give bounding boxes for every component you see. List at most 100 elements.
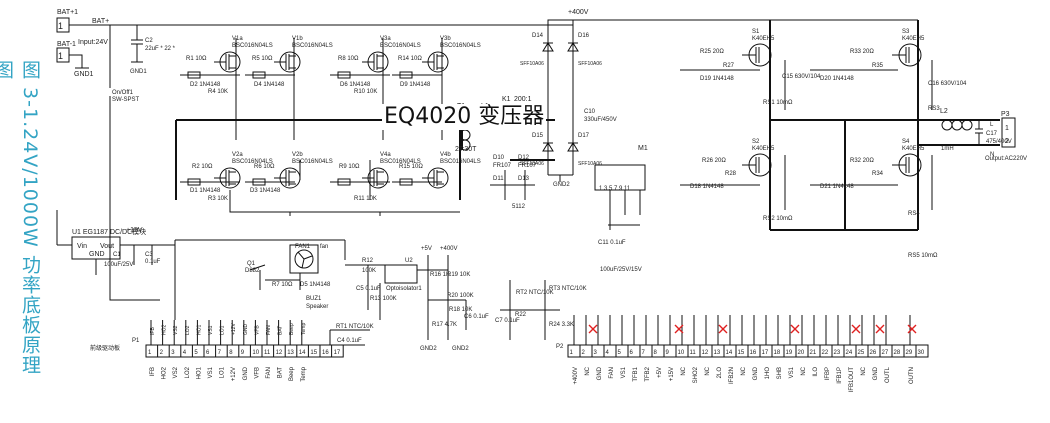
p1-pin-label: HO2 (162, 366, 168, 379)
svg-text:L2: L2 (940, 108, 948, 115)
gate-part-label: D4 1N4148 (254, 82, 285, 88)
svg-text:BUZ1: BUZ1 (306, 296, 322, 302)
p2-pin-number: 18 (774, 350, 781, 356)
gate-part-label: R1 10Ω (186, 56, 207, 62)
svg-text:100K: 100K (362, 268, 376, 274)
svg-text:C3: C3 (145, 252, 153, 258)
p2-pin-number: 4 (606, 350, 610, 356)
p2-pin-label: IFB1P (837, 367, 843, 384)
p2-pin-number: 2 (582, 350, 586, 356)
hbridge-part-label: RS3 (928, 106, 940, 112)
svg-text:475/400V: 475/400V (986, 139, 1012, 145)
fr-diode-label: D10 (493, 155, 505, 161)
hbridge-part-label: R25 20Ω (700, 49, 724, 55)
svg-text:C11 0.1uF: C11 0.1uF (598, 240, 626, 246)
fr-diode-label: D13 (518, 176, 530, 182)
svg-text:U1 EG1187 DC/DC模块: U1 EG1187 DC/DC模块 (72, 227, 146, 236)
p1-pin-net: Temp (301, 323, 307, 335)
svg-text:GND1: GND1 (74, 71, 94, 78)
p1-name: 前级驱动板 (90, 344, 120, 352)
fr-diode-label: FR107 (518, 163, 537, 169)
p2-pin-number: 17 (762, 350, 769, 356)
fr-diode-label: FR107 (493, 163, 512, 169)
p2-pin-number: 7 (642, 350, 646, 356)
p1-pin-number: 5 (194, 350, 198, 356)
svg-text:100uF/25V: 100uF/25V (104, 262, 133, 268)
p1-pin-number: 13 (287, 350, 294, 356)
svg-text:C6 0.1uF: C6 0.1uF (464, 314, 489, 320)
m1-module: M1 1 3 5 7 9 11 C11 0.1uF 100uF/25V/15V (594, 145, 648, 273)
p1-pin-label: LO1 (220, 366, 226, 378)
svg-text:R16 1K: R16 1K (430, 272, 450, 278)
transformer-overlay-label: EQ4020 变压器 (382, 104, 547, 130)
dcdc-module: U1 EG1187 DC/DC模块 Vin Vout GND +15V C1 1… (56, 210, 175, 275)
svg-text:GND2: GND2 (553, 182, 570, 188)
p2-pin-number: 8 (654, 350, 658, 356)
svg-text:+5V: +5V (421, 246, 432, 252)
svg-text:GND2: GND2 (452, 346, 469, 352)
svg-text:C7 0.1uF: C7 0.1uF (495, 318, 520, 324)
svg-text:SW-SPST: SW-SPST (112, 97, 140, 103)
p2-pin-label: NC (585, 366, 591, 375)
p2-pin-label: OUTN (909, 367, 915, 384)
svg-text:RT1 NTC/10K: RT1 NTC/10K (336, 324, 374, 330)
p2-pin-label: 2LO (717, 367, 723, 379)
p2-pin-number: 28 (894, 350, 901, 356)
p2-pin-number: 20 (798, 350, 805, 356)
p2-pin-label: GND (873, 366, 879, 380)
hbridge-ref: S2 (752, 139, 760, 145)
p2-pin-number: 14 (726, 350, 733, 356)
svg-text:2: 2 (1005, 138, 1009, 145)
p1-pin-net: +12V (231, 323, 237, 335)
svg-text:1: 1 (58, 21, 63, 31)
hbridge-part-label: RS4 (908, 211, 920, 217)
p1-pin-label: GND (243, 366, 249, 380)
hbridge-part-label: D19 1N4148 (700, 76, 734, 82)
ntc-section: RT1 NTC/10K C4 0.1uF RT2 NTC/10K RT3 NTC… (329, 280, 587, 346)
hbridge-part-label: D21 1N4148 (820, 184, 854, 190)
p1-pin-net: FAN (266, 325, 272, 335)
mosfet-ref: V2b (292, 152, 303, 158)
mosfet-ref: V2a (232, 152, 243, 158)
svg-text:C17: C17 (986, 131, 998, 137)
svg-text:Vin: Vin (77, 243, 87, 250)
svg-text:Optoisolator1: Optoisolator1 (386, 286, 422, 292)
p1-pin-label: LO2 (185, 366, 191, 378)
hbridge-part: K40EH5 (902, 146, 925, 152)
diode-part: SFF10A06 (578, 161, 602, 167)
p1-pin-net: IFB (150, 327, 156, 335)
svg-text:K1: K1 (502, 96, 511, 103)
p2-pin-number: 23 (834, 350, 841, 356)
p1-pin-net: LO2 (185, 325, 191, 335)
svg-text:D5 1N4148: D5 1N4148 (300, 282, 331, 288)
svg-text:2T:30T: 2T:30T (455, 146, 477, 153)
diode-ref: D17 (578, 133, 590, 139)
svg-text:GND2: GND2 (420, 346, 437, 352)
p2-pin-number: 21 (810, 350, 817, 356)
nc-marks (588, 324, 917, 334)
p2-pin-label: NC (801, 366, 807, 375)
hbridge-part-label: C16 630V/104 (928, 81, 967, 87)
mosfet-ref: V1a (232, 36, 243, 42)
hbridge-part-label: R26 20Ω (702, 158, 726, 164)
p1-pin-net: BAT (278, 326, 284, 335)
svg-text:FAN1: FAN1 (295, 244, 311, 250)
svg-text:U2: U2 (405, 258, 413, 264)
p2-pin-number: 27 (882, 350, 889, 356)
p2-pin-label: IFBP (825, 367, 831, 380)
p1-pin-label: VS2 (173, 366, 179, 378)
gate-part-label: D2 1N4148 (190, 82, 221, 88)
diode-ref: D16 (578, 33, 590, 39)
p2-pin-number: 1 (570, 350, 574, 356)
svg-text:330uF/450V: 330uF/450V (584, 117, 617, 123)
connector-p1: 1IFBIFB2HO2HO23VS2VS24LO2LO25HO1HO16VS1V… (90, 320, 344, 382)
gate-part-label: D3 1N4148 (250, 188, 281, 194)
svg-text:R7 10Ω: R7 10Ω (272, 282, 293, 288)
